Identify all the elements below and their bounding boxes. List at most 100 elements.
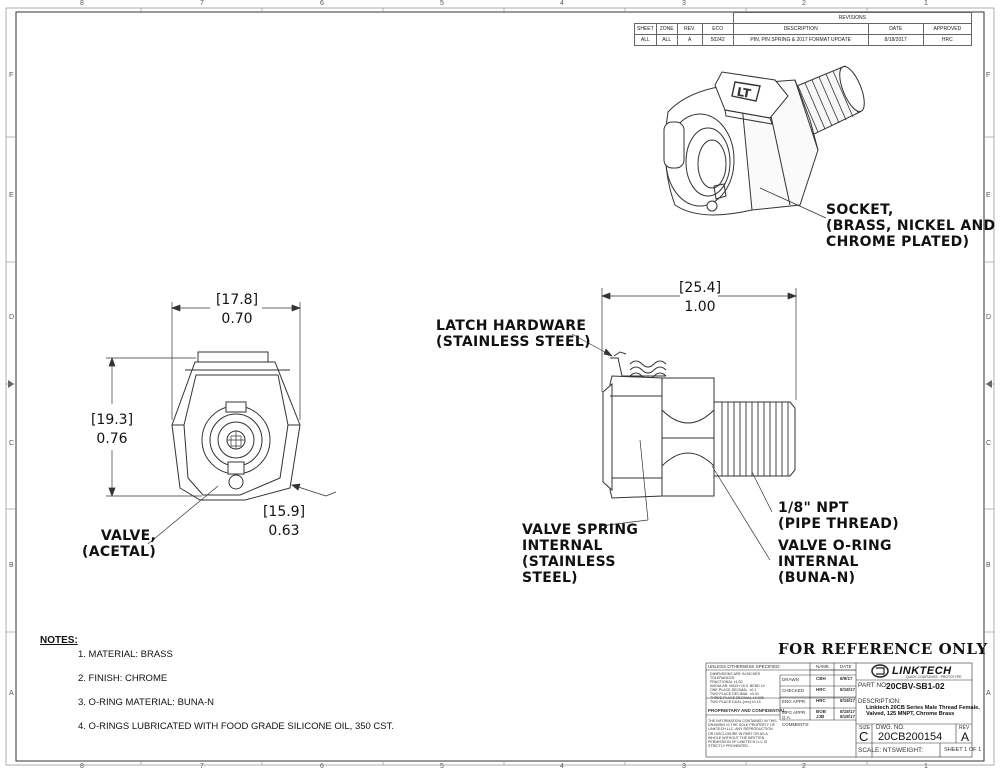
tb-role: ENG APPR. (782, 699, 807, 704)
tb-tagline: QUICK COUPLINGS · PROTOTYPE (906, 675, 962, 679)
rev-cell: ALL (655, 34, 678, 46)
tb-date: 8/18/17 (840, 687, 856, 692)
rev-cell: A (676, 34, 703, 46)
rev-cell: 8/18/2017 (867, 34, 924, 46)
svg-text:LT: LT (736, 85, 753, 101)
front-dimensions (106, 302, 337, 545)
tb-size-label: SIZE (859, 725, 871, 731)
tb-scale: SCALE: NTS (858, 747, 896, 754)
note-item: 2. FINISH: CHROME (78, 673, 168, 684)
zone-label: E (9, 192, 14, 199)
tb-tolerances: DIMENSIONS ARE IN INCHES TOLERANCES: FRA… (710, 672, 765, 704)
tb-date: 8/18/17 (840, 698, 856, 703)
tb-name-header: NAME (816, 664, 830, 669)
notes-section: NOTES: (40, 634, 78, 648)
dim-height-in: 0.76 (96, 431, 128, 447)
oring-callout: VALVE O-RING INTERNAL (BUNA-N) (778, 538, 892, 586)
tb-rev: A (961, 730, 970, 744)
tb-rev-label: REV (959, 725, 970, 731)
rev-header: DESCRIPTION (732, 23, 869, 35)
dim-value: 15.9 (268, 504, 300, 520)
note-item: 4. O-RINGS LUBRICATED WITH FOOD GRADE SI… (78, 721, 395, 732)
dim-height-mm: [19.3] (90, 412, 134, 428)
dim-width-mm: [17.8] (215, 292, 259, 308)
rev-cell: 50242 (701, 34, 734, 46)
zone-label: 8 (80, 763, 84, 770)
tb-role: Q.A. (782, 715, 792, 720)
rev-header: REV. (676, 23, 703, 35)
notes-heading: NOTES: (40, 635, 78, 646)
tb-name: CBH (816, 676, 826, 681)
title-block-lines (705, 662, 973, 758)
tb-date: 8/18/17 (840, 709, 856, 714)
tb-sheet: SHEET 1 OF 1 (944, 747, 982, 753)
zone-label: 1 (924, 0, 928, 7)
rev-header: SHEET (634, 23, 657, 35)
tb-part-no-label: PART NO: (858, 682, 888, 689)
zone-label: B (986, 562, 991, 569)
tb-date: 8/18/17 (840, 714, 856, 719)
rev-cell: ALL (634, 34, 657, 46)
zone-label: 7 (200, 763, 204, 770)
dim-width-in: 0.70 (221, 311, 253, 327)
valve-callout: VALVE, (ACETAL) (82, 528, 157, 560)
tb-role: DRAWN (782, 677, 799, 682)
zone-label: 6 (320, 0, 324, 7)
rev-header: ZONE (655, 23, 678, 35)
tb-role: MFG APPR. (782, 710, 807, 715)
zone-label: 1 (924, 763, 928, 770)
tb-logo: LINKTECH (892, 665, 952, 677)
note-item: 3. O-RING MATERIAL: BUNA-N (78, 697, 215, 708)
revisions-row: ALL ALL A 50242 PIN, PIN SPRING & 2017 F… (634, 34, 973, 46)
zone-label: D (9, 314, 15, 321)
zone-label: 3 (682, 763, 686, 770)
tb-name: HRC (816, 698, 826, 703)
isometric-view: LT (663, 65, 865, 216)
zone-label: E (986, 192, 991, 199)
zone-label: 2 (802, 0, 806, 7)
tb-dwg-no: 20CB200154 (878, 731, 943, 743)
dim-value: 25.4 (684, 280, 716, 296)
zone-label: 4 (560, 0, 564, 7)
tb-name: HRC (816, 687, 826, 692)
rev-cell: HRC (922, 34, 973, 46)
title-block: UNLESS OTHERWISE SPECIFIED: DIMENSIONS A… (706, 663, 981, 757)
tb-size: C (859, 729, 869, 744)
reference-stamp: FOR REFERENCE ONLY (778, 640, 988, 658)
zone-label: A (9, 690, 14, 697)
rev-header: DATE (867, 23, 924, 35)
zone-label: C (9, 440, 15, 447)
side-dimensions (571, 288, 797, 561)
zone-label: 6 (320, 763, 324, 770)
tb-date-header: DATE (840, 664, 852, 669)
tb-name: JJB (816, 714, 825, 719)
note-item: 1. MATERIAL: BRASS (78, 649, 173, 660)
side-view (602, 351, 796, 499)
zone-label: 5 (440, 763, 444, 770)
npt-callout: 1/8" NPT (PIPE THREAD) (778, 500, 899, 532)
zone-label: F (9, 72, 14, 79)
revisions-header-row: SHEET ZONE REV. ECO DESCRIPTION DATE APP… (634, 23, 973, 35)
zone-label: D (986, 314, 992, 321)
tb-role: CHECKED (782, 688, 805, 693)
tb-weight: WEIGHT: (896, 747, 924, 754)
zone-label: F (986, 72, 991, 79)
zone-label: 2 (802, 763, 806, 770)
tb-proprietary-text: THE INFORMATION CONTAINED IN THIS DRAWIN… (708, 719, 777, 749)
dim-offset-mm: [15.9] (262, 504, 306, 520)
dim-value: 17.8 (221, 292, 253, 308)
zone-label: C (986, 440, 992, 447)
socket-leader (759, 187, 827, 219)
zone-label: 3 (682, 0, 686, 7)
socket-callout: SOCKET, (BRASS, NICKEL AND CHROME PLATED… (826, 202, 996, 250)
zone-label: 8 (80, 0, 84, 7)
tb-description-label: DESCRIPTION: (858, 699, 901, 705)
revisions-table: REVISIONS SHEET ZONE REV. ECO DESCRIPTIO… (634, 12, 973, 46)
zone-label: A (986, 690, 991, 697)
linktech-logo (871, 664, 889, 678)
tb-unless: UNLESS OTHERWISE SPECIFIED: (708, 664, 781, 669)
dim-value: 19.3 (96, 412, 128, 428)
tb-name: BOB (816, 709, 826, 714)
zone-label: 4 (560, 763, 564, 770)
